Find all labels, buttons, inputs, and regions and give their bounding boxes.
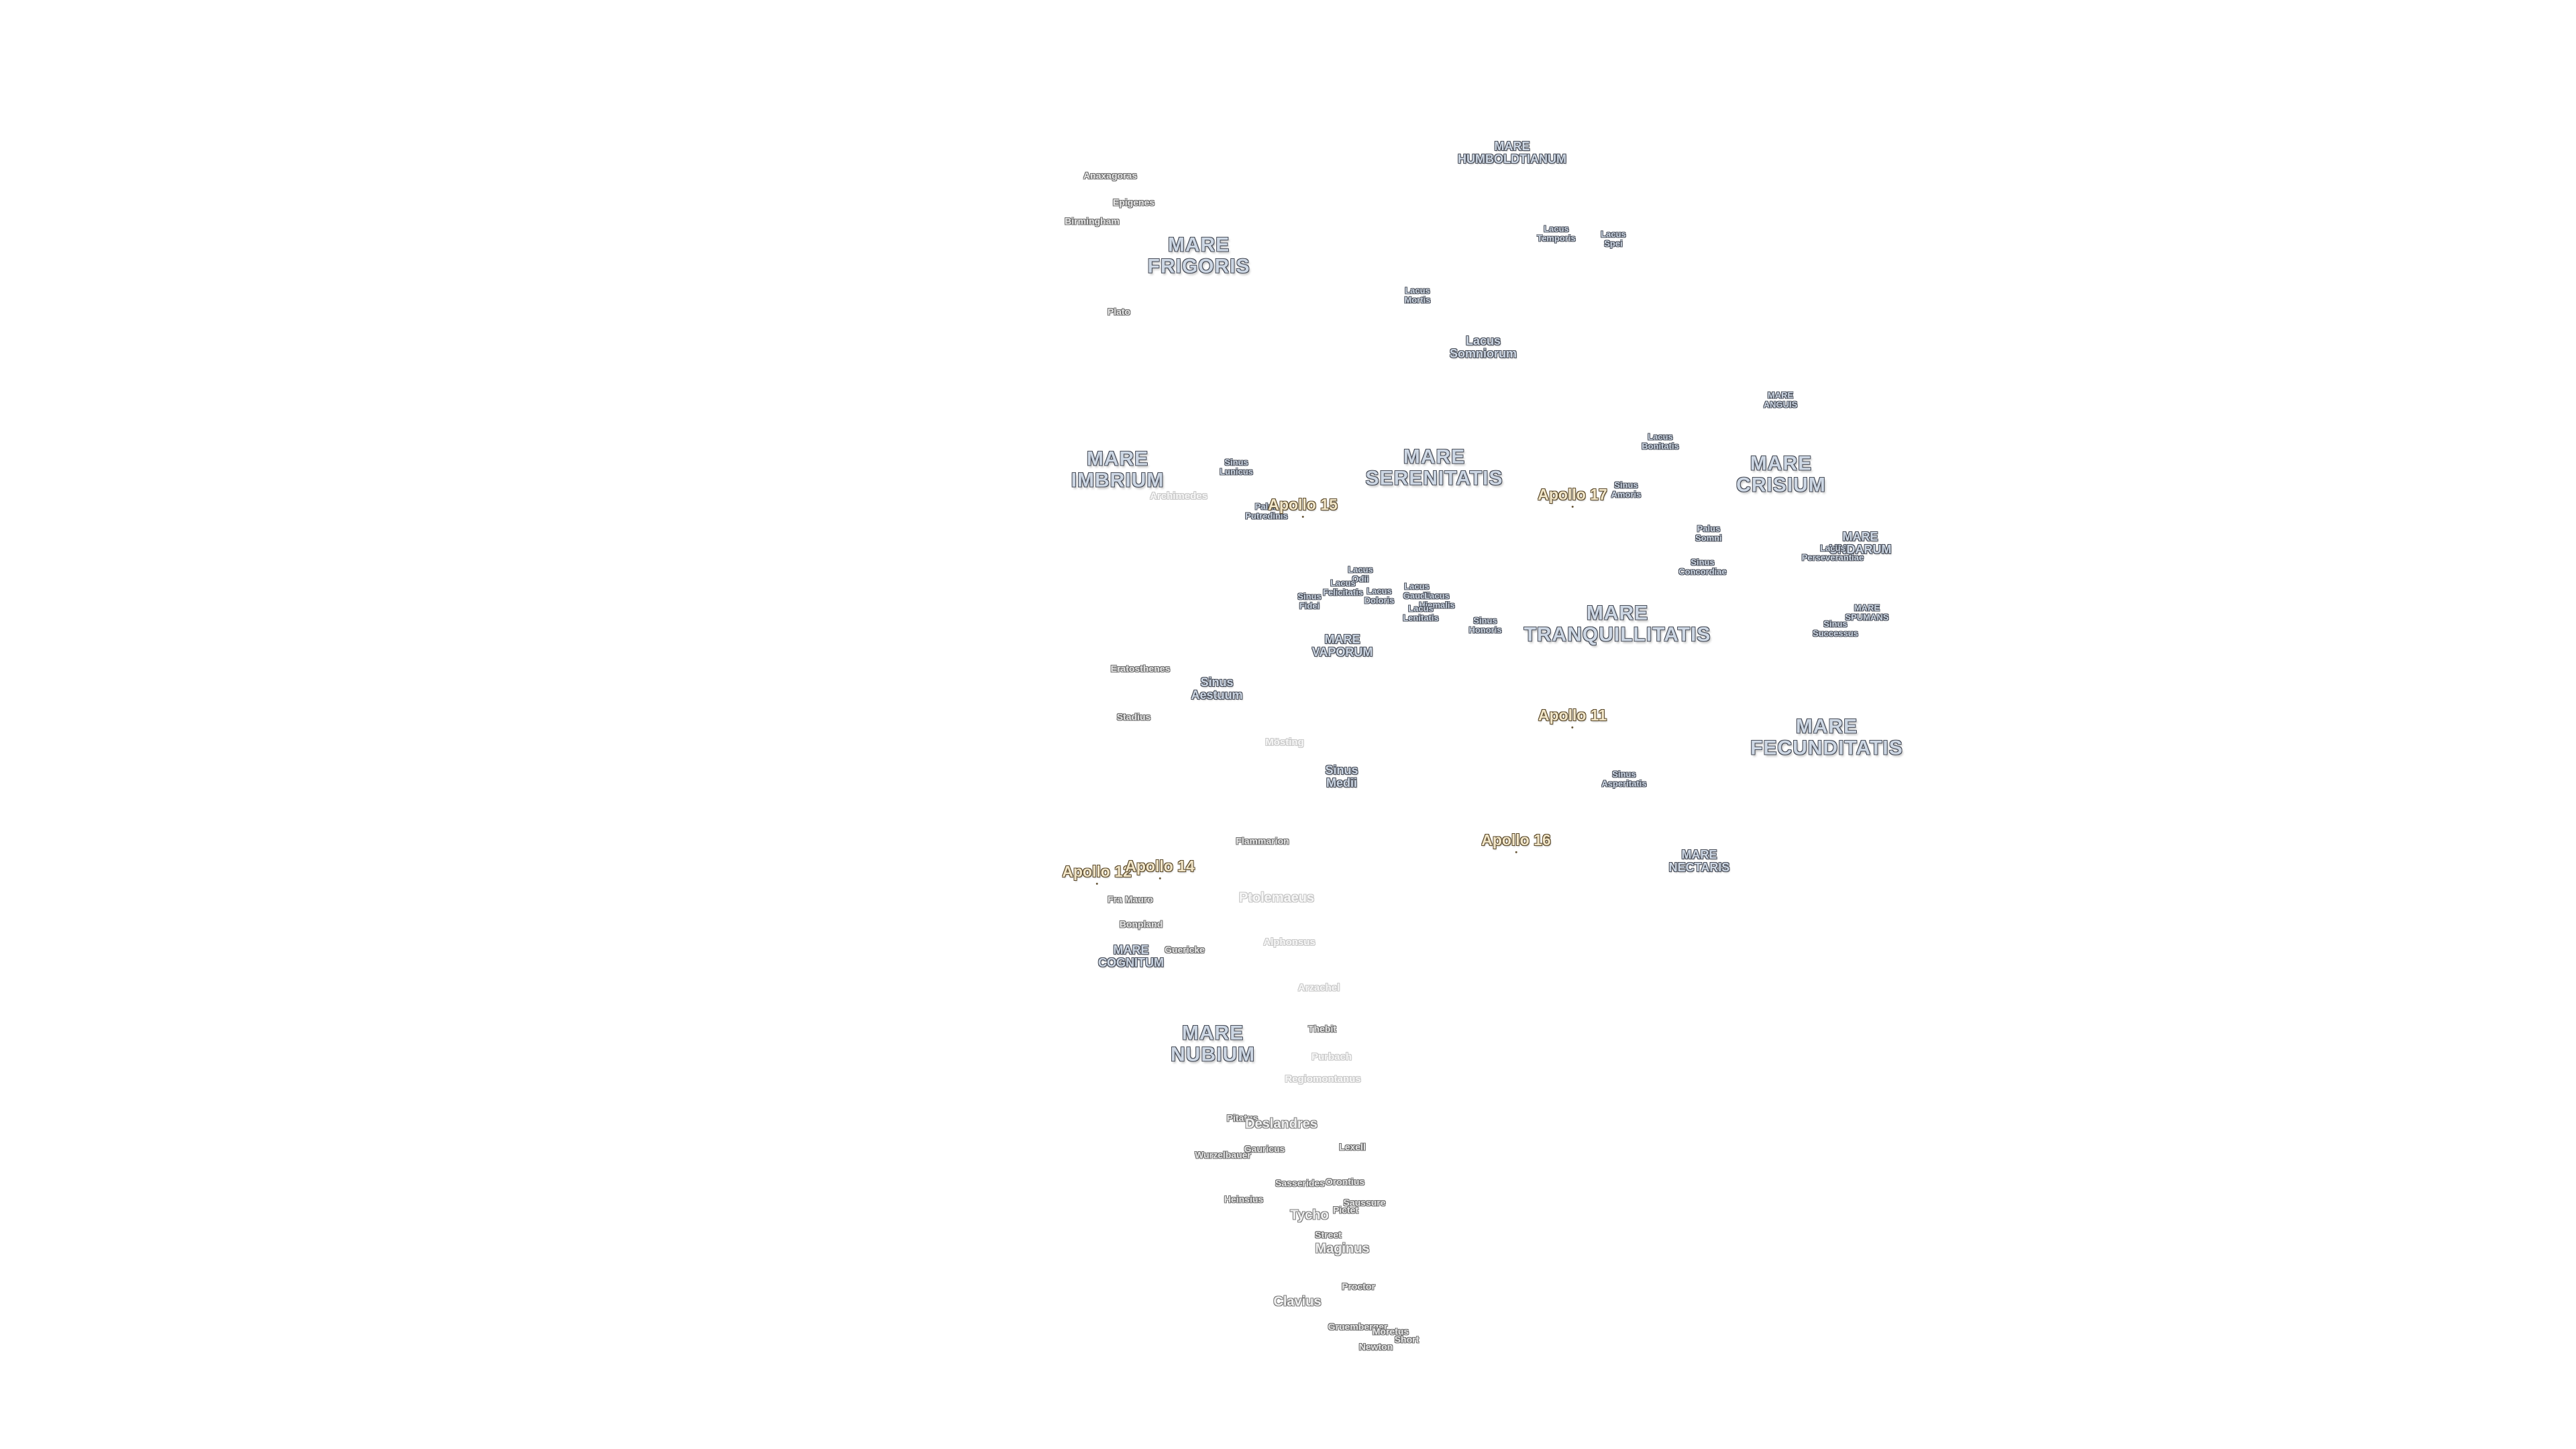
regiomontanus-label: Regiomontanus xyxy=(1285,1073,1361,1085)
sasserides-label: Sasserides xyxy=(1275,1177,1325,1189)
ptolemaeus-label: Ptolemaeus xyxy=(1238,890,1315,906)
clavius-label: Clavius xyxy=(1273,1294,1322,1309)
anaxagoras-label: Anaxagoras xyxy=(1083,170,1138,181)
purbach-label: Purbach xyxy=(1311,1051,1352,1063)
pictet-label: Pictet xyxy=(1332,1204,1359,1216)
fra-mauro-label: Fra Mauro xyxy=(1108,894,1153,905)
pitatus-label: Pitatus xyxy=(1226,1112,1258,1124)
mosting-label: Mösting xyxy=(1265,737,1304,749)
guericke-label: Guericke xyxy=(1165,944,1205,955)
apollo-14-marker[interactable]: Apollo 14 xyxy=(1125,857,1195,875)
deslandres-label: Deslandres xyxy=(1245,1116,1318,1132)
arzachel-label: Arzachel xyxy=(1297,982,1340,994)
apollo-17-marker[interactable]: Apollo 17 xyxy=(1538,485,1607,503)
alphonsus-label: Alphonsus xyxy=(1263,936,1316,949)
newton-label: Newton xyxy=(1358,1341,1393,1352)
moretus-label: Moretus xyxy=(1372,1326,1409,1337)
thebit-label: Thebit xyxy=(1308,1023,1336,1034)
epigenes-label: Epigenes xyxy=(1112,197,1155,208)
orontius-label: Orontius xyxy=(1325,1176,1365,1187)
apollo-16-marker[interactable]: Apollo 16 xyxy=(1481,830,1551,849)
eratosthenes-label: Eratosthenes xyxy=(1110,663,1171,674)
bonpland-label: Bonpland xyxy=(1119,918,1163,930)
saussure-label: Saussure xyxy=(1343,1197,1386,1208)
birmingham-label: Birmingham xyxy=(1065,215,1120,227)
heinsius-label: Heinsius xyxy=(1224,1193,1264,1205)
proctor-label: Proctor xyxy=(1342,1281,1375,1292)
short-label: Short xyxy=(1394,1334,1419,1345)
plato-label: Plato xyxy=(1107,306,1131,317)
gruemberger-label: Gruemberger xyxy=(1328,1321,1388,1332)
lexell-label: Lexell xyxy=(1339,1141,1366,1152)
archimedes-label: Archimedes xyxy=(1150,490,1208,502)
apollo-12-marker[interactable]: Apollo 12 xyxy=(1062,862,1132,880)
gauricus-label: Gauricus xyxy=(1244,1143,1285,1155)
maginus-label: Maginus xyxy=(1315,1241,1370,1256)
wurzelbauer-label: Wurzelbauer xyxy=(1195,1149,1251,1161)
street-label: Street xyxy=(1315,1229,1342,1240)
stadius-label: Stadius xyxy=(1116,711,1151,722)
flammarion-label: Flammarion xyxy=(1236,835,1289,847)
apollo-15-marker[interactable]: Apollo 15 xyxy=(1268,495,1338,513)
apollo-11-marker[interactable]: Apollo 11 xyxy=(1538,706,1607,724)
tycho-label: Tycho xyxy=(1290,1208,1329,1223)
